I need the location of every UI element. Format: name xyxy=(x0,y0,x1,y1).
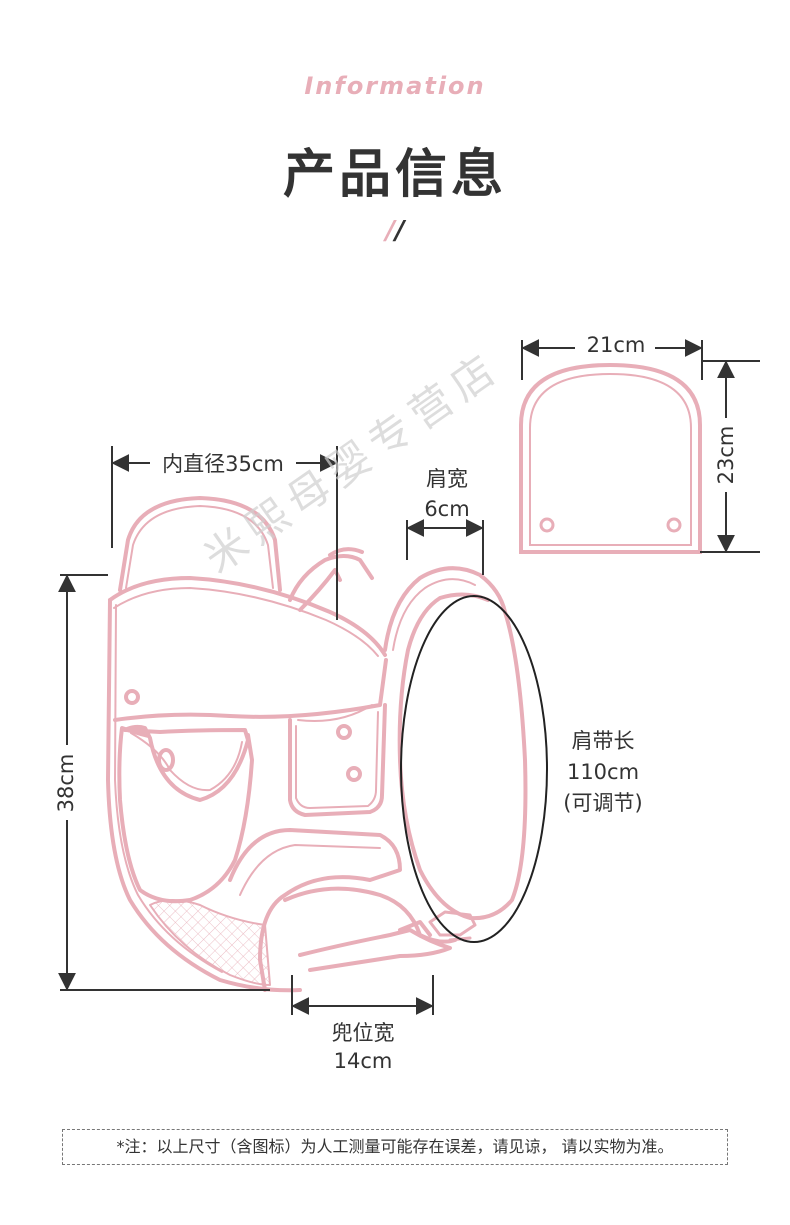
baby-carrier-illustration xyxy=(106,496,528,993)
label-hood-width: 21cm xyxy=(587,333,646,357)
label-seat-width-value: 14cm xyxy=(334,1049,393,1073)
header-divider: // xyxy=(0,216,790,246)
label-inner-diameter: 内直径35cm xyxy=(162,452,284,476)
label-hood-height: 23cm xyxy=(714,426,738,485)
header-english-title: Information xyxy=(304,72,486,100)
hood-illustration xyxy=(519,362,702,554)
header-chinese-title: 产品信息 xyxy=(282,145,507,205)
label-height: 38cm xyxy=(54,754,78,813)
label-strap-length-note: (可调节) xyxy=(563,791,642,815)
strap-length-ellipse xyxy=(400,595,548,943)
label-shoulder-width: 肩宽 xyxy=(426,467,468,491)
divider-slash-pink: / xyxy=(385,216,396,246)
divider-slash-dark: / xyxy=(395,216,405,246)
label-shoulder-width-value: 6cm xyxy=(424,497,469,521)
footer-note: *注：以上尺寸（含图标）为人工测量可能存在误差，请见谅， 请以实物为准。 xyxy=(116,1137,674,1156)
footer-note-box: *注：以上尺寸（含图标）为人工测量可能存在误差，请见谅， 请以实物为准。 xyxy=(62,1129,728,1165)
label-strap-length: 肩带长 xyxy=(572,729,635,753)
label-seat-width: 兜位宽 xyxy=(332,1021,395,1045)
label-strap-length-value: 110cm xyxy=(567,760,639,784)
dimension-lines xyxy=(58,339,760,1015)
